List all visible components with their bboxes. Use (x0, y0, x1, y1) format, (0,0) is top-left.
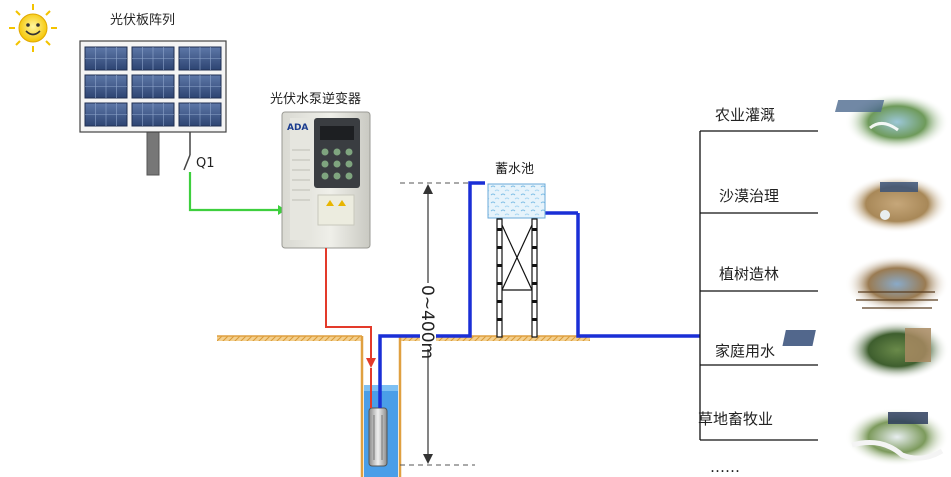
reservoir-label: 蓄水池 (495, 162, 534, 177)
submersible-pump (369, 408, 387, 466)
depth-label: 0~400m (417, 285, 437, 359)
distribution-tree (700, 131, 818, 440)
photo-grassland-husbandry (845, 408, 949, 466)
ground-surface-left (217, 336, 362, 341)
switch-label: Q1 (196, 156, 215, 171)
ac-cable (326, 248, 371, 360)
photo-desert-control (845, 175, 949, 233)
photo-afforestation (845, 255, 949, 313)
application-label: 家庭用水 (715, 342, 775, 360)
inverter-brand: ADA (287, 123, 308, 133)
more-indicator: …… (710, 458, 740, 476)
application-label: 沙漠治理 (719, 187, 779, 205)
dc-circuit (184, 132, 286, 215)
photo-household-water (782, 320, 949, 380)
application-label: 农业灌溉 (715, 106, 775, 124)
inverter-label: 光伏水泵逆变器 (270, 91, 361, 107)
photo-irrigation (835, 93, 949, 151)
solar-array-label: 光伏板阵列 (110, 13, 175, 28)
application-label: 草地畜牧业 (698, 410, 773, 428)
application-label: 植树造林 (719, 265, 779, 283)
reservoir-tank (488, 184, 545, 337)
sun-icon (9, 4, 57, 52)
solar-panel-array (80, 41, 226, 175)
dc-power-line (190, 172, 278, 210)
